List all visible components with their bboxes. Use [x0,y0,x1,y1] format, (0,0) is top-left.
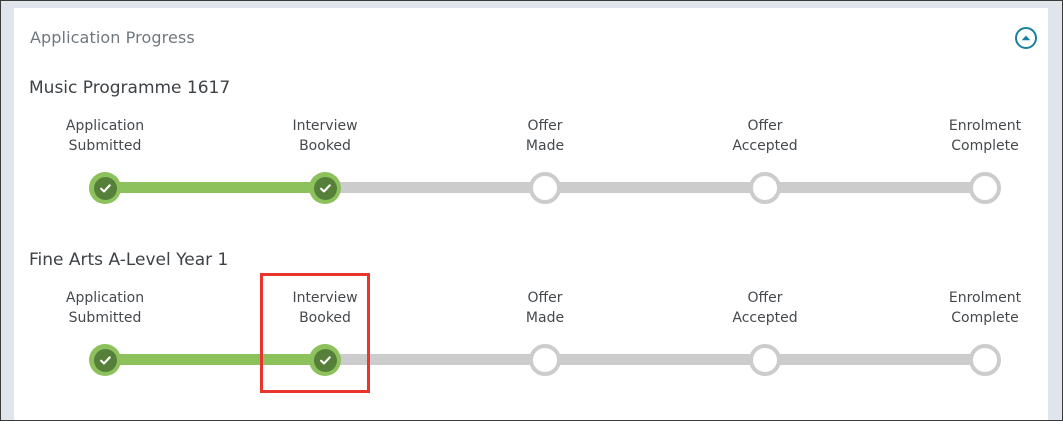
progress-step-offer-made[interactable]: Offer Made [465,288,625,376]
step-status-incomplete-icon [969,344,1001,376]
step-status-incomplete-icon [749,344,781,376]
step-status-incomplete-icon [529,344,561,376]
progress-segment-incomplete [545,354,765,365]
progress-segment-complete [105,354,325,365]
progress-bars [14,116,1048,216]
progress-step-application-submitted[interactable]: Application Submitted [25,116,185,204]
step-status-incomplete-icon [529,172,561,204]
progress-step-enrolment-complete[interactable]: Enrolment Complete [905,288,1063,376]
progress-step-label: Interview Booked [292,290,358,326]
card-header: Application Progress [14,8,1048,66]
progress-step-label: Interview Booked [292,118,358,154]
progress-step-interview-booked[interactable]: Interview Booked [245,288,405,376]
progress-segment-incomplete [325,182,545,193]
progress-step-label: Application Submitted [65,118,145,154]
progress-segment-incomplete [765,182,985,193]
progress-step-offer-accepted[interactable]: Offer Accepted [685,116,845,204]
progress-step-label: Offer Made [525,118,565,154]
step-status-incomplete-icon [969,172,1001,204]
step-status-complete-icon [309,172,341,204]
progress-track-1: Application Submitted Interview Booked [14,116,1048,216]
chevron-up-circle-icon[interactable] [1013,25,1039,51]
progress-track-2: Application Submitted Interview Booked [14,288,1048,388]
programme-title: Music Programme 1617 [29,78,231,98]
progress-step-label: Offer Accepted [732,118,798,154]
progress-segment-complete [105,182,325,193]
step-status-incomplete-icon [749,172,781,204]
progress-step-label: Offer Made [525,290,565,326]
programme-title: Fine Arts A-Level Year 1 [29,250,229,270]
progress-step-label: Enrolment Complete [948,290,1022,326]
progress-step-interview-booked[interactable]: Interview Booked [245,116,405,204]
progress-step-offer-accepted[interactable]: Offer Accepted [685,288,845,376]
progress-step-label: Enrolment Complete [948,118,1022,154]
progress-step-offer-made[interactable]: Offer Made [465,116,625,204]
progress-bars [14,288,1048,388]
application-progress-card: Application Progress Music Programme 161… [14,8,1048,420]
progress-step-label: Application Submitted [65,290,145,326]
step-status-complete-icon [89,172,121,204]
step-status-complete-icon [89,344,121,376]
page-title: Application Progress [30,28,195,47]
progress-step-enrolment-complete[interactable]: Enrolment Complete [905,116,1063,204]
progress-step-application-submitted[interactable]: Application Submitted [25,288,185,376]
progress-segment-incomplete [325,354,545,365]
progress-segment-incomplete [545,182,765,193]
step-status-complete-icon [309,344,341,376]
progress-segment-incomplete [765,354,985,365]
progress-step-label: Offer Accepted [732,290,798,326]
